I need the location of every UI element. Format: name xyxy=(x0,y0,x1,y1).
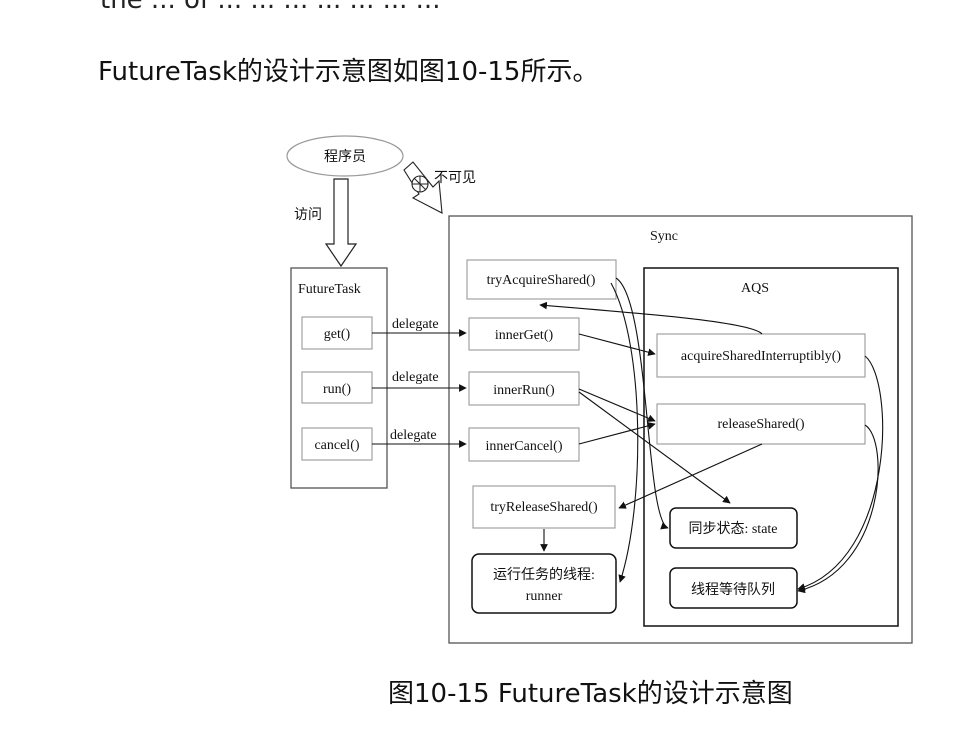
try-release-shared-box xyxy=(472,485,616,529)
acquire-shared-interruptibly-box xyxy=(656,333,866,378)
runner-thread-box xyxy=(471,553,617,614)
inner-get-label: innerGet() xyxy=(495,328,554,343)
inner-run-box xyxy=(468,371,580,406)
programmer-ellipse xyxy=(286,135,404,177)
runner-thread-label-line1: 运行任务的线程: xyxy=(493,567,595,583)
innerrun-to-state-arrow xyxy=(578,391,731,504)
access-label: 访问 xyxy=(294,207,322,223)
innerget-to-acquire-arrow xyxy=(578,333,656,356)
try-acquire-shared-box xyxy=(466,259,617,300)
programmer-label: 程序员 xyxy=(324,149,366,165)
access-arrow xyxy=(324,178,358,268)
figure-caption: 图10-15 FutureTask的设计示意图 xyxy=(388,679,793,709)
invisible-label: 不可见 xyxy=(434,171,476,186)
thread-wait-queue-box xyxy=(669,567,798,609)
inner-cancel-box xyxy=(468,427,580,462)
acquire-to-tryacquire-arrow xyxy=(539,301,763,335)
sync-box xyxy=(448,215,913,644)
run-method-label: run() xyxy=(323,382,351,397)
release-shared-label: releaseShared() xyxy=(717,417,804,432)
try-release-shared-label: tryReleaseShared() xyxy=(490,500,598,515)
release-to-queue-arrow xyxy=(797,424,879,594)
inner-cancel-label: innerCancel() xyxy=(486,439,563,454)
futuretask-box xyxy=(290,267,388,489)
futuretask-label: FutureTask xyxy=(298,282,361,297)
delegate-label-get: delegate xyxy=(392,317,439,332)
tryacquire-to-runner-arrow xyxy=(610,282,639,583)
acquire-to-queue-arrow xyxy=(797,355,884,591)
try-acquire-shared-label: tryAcquireShared() xyxy=(487,273,596,288)
thread-wait-queue-label: 线程等待队列 xyxy=(691,581,775,598)
inner-get-box xyxy=(468,317,580,351)
runner-thread-label-line2: runner xyxy=(526,589,563,604)
tryacquire-to-state-arrow xyxy=(615,277,669,530)
sync-label: Sync xyxy=(650,229,678,244)
inner-run-label: innerRun() xyxy=(493,383,555,398)
aqs-box xyxy=(643,267,899,627)
cancel-method-label: cancel() xyxy=(314,438,359,453)
blocked-icon xyxy=(411,175,429,193)
delegate-label-cancel: delegate xyxy=(390,428,437,443)
delegate-label-run: delegate xyxy=(392,370,439,385)
sync-state-label: 同步状态: state xyxy=(688,521,777,537)
acquire-shared-interruptibly-label: acquireSharedInterruptibly() xyxy=(681,349,841,364)
partial-text-line: the ... of ... ... ... ... ... ... ... xyxy=(100,0,441,15)
innercancel-to-release-arrow xyxy=(578,422,656,445)
innerrun-to-release-arrow xyxy=(578,388,656,422)
aqs-label: AQS xyxy=(741,281,769,296)
sync-state-box xyxy=(669,507,798,549)
get-method-label: get() xyxy=(324,327,351,342)
intro-paragraph: FutureTask的设计示意图如图10-15所示。 xyxy=(98,57,599,87)
cancel-method-box xyxy=(301,427,373,461)
release-to-tryrelease-arrow xyxy=(618,443,763,509)
release-shared-box xyxy=(656,403,866,445)
run-method-box xyxy=(301,371,373,404)
